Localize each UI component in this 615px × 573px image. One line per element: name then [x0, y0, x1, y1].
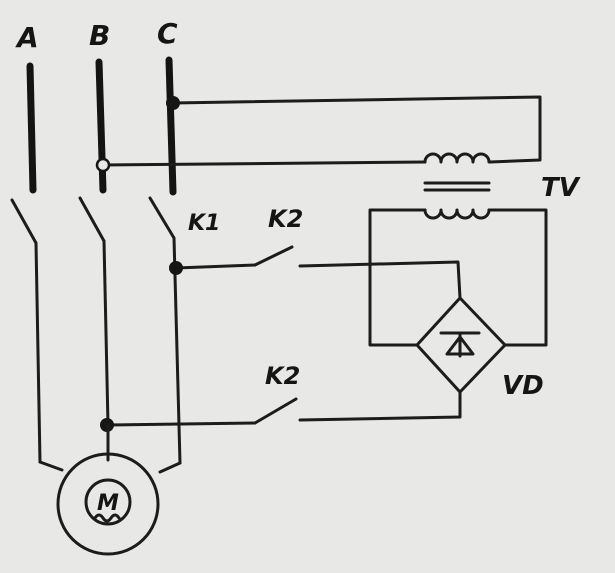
- k2-upper-contact: [174, 245, 462, 300]
- k1-label: K1: [188, 211, 220, 236]
- transformer-supply-wires: [101, 95, 542, 167]
- junction-k2-upper: [169, 261, 183, 275]
- rectifier-label: VD: [502, 371, 544, 401]
- phase-b-label: B: [89, 19, 110, 52]
- k2-lower-contact: [105, 390, 462, 427]
- terminal-phase-b: [95, 157, 111, 173]
- motor: [56, 452, 160, 556]
- transformer-label: TV: [541, 173, 581, 203]
- k2-lower-label: K2: [265, 362, 300, 390]
- motor-leads: [38, 423, 182, 474]
- k1-main-contacts: [10, 196, 182, 465]
- phase-a-bus: [26, 62, 37, 194]
- secondary-wiring: [368, 208, 548, 347]
- phase-a-label: A: [15, 21, 39, 54]
- k2-upper-label: K2: [268, 205, 303, 233]
- rectifier-bridge: [415, 296, 507, 394]
- phase-c-bus: [165, 56, 177, 196]
- phase-c-label: C: [157, 17, 178, 50]
- junction-phase-c: [166, 96, 180, 110]
- transformer-tv: [423, 152, 491, 220]
- motor-label: M: [97, 491, 119, 516]
